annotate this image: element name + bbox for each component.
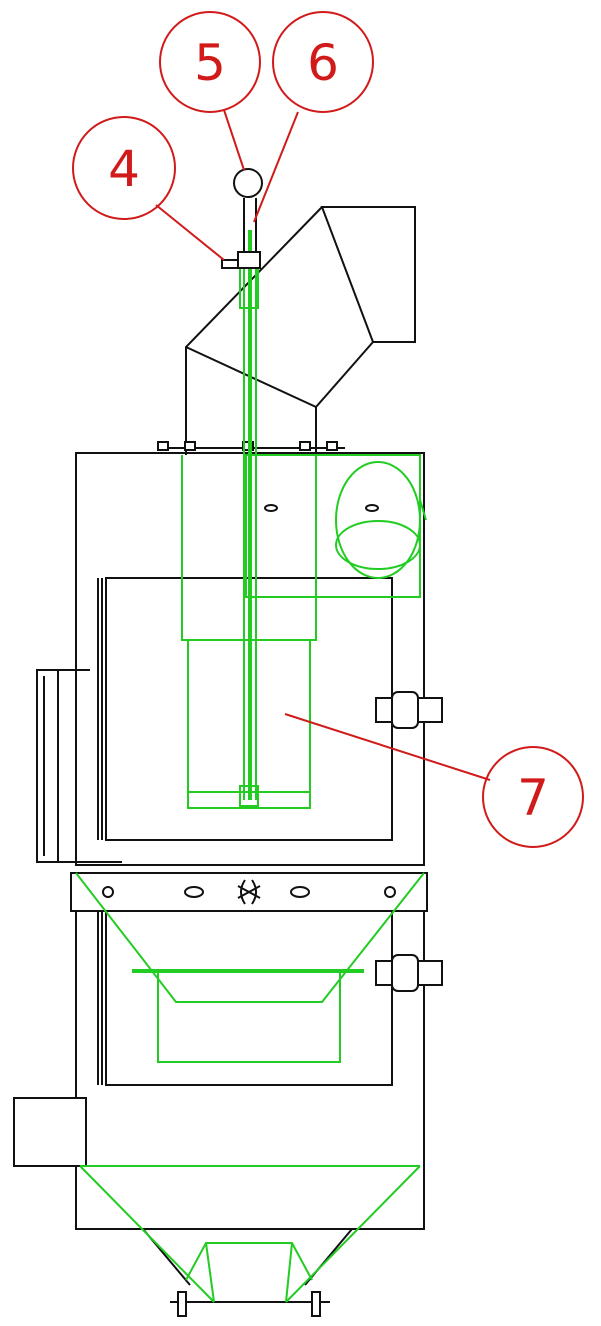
- callout-4: 4: [72, 116, 176, 220]
- leg-right: [311, 1291, 321, 1317]
- callout-6-label: 6: [307, 34, 339, 92]
- lower-cabinet: [13, 910, 443, 1230]
- control-box: [13, 1097, 87, 1167]
- upper-cabinet: [36, 452, 443, 866]
- callout-5-label: 5: [194, 34, 226, 92]
- callout-6: 6: [272, 11, 374, 113]
- callout-4-label: 4: [108, 140, 140, 198]
- clamp-band: [70, 872, 428, 912]
- callout-7: 7: [482, 746, 584, 848]
- knob: [233, 168, 263, 198]
- lower-latch: [375, 954, 443, 992]
- upper-latch: [375, 691, 443, 729]
- side-handle: [36, 669, 90, 863]
- internal-parts: [75, 230, 427, 1303]
- fan-housing: [245, 454, 427, 598]
- callout-7-label: 7: [517, 769, 549, 827]
- leader-lines: [155, 109, 491, 781]
- leg-left: [177, 1291, 187, 1317]
- top-elbow-chute: [157, 206, 416, 455]
- rod-handle: [221, 168, 263, 269]
- callout-5: 5: [159, 11, 261, 113]
